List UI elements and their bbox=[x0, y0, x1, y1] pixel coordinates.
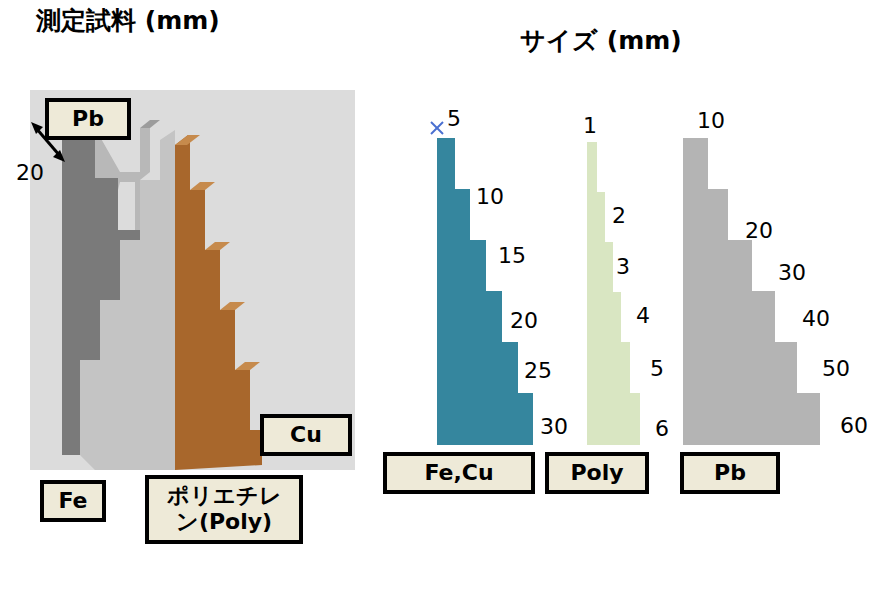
heading: サイズ (mm) bbox=[520, 28, 682, 53]
dimension-number: 5 bbox=[447, 108, 461, 130]
cu-sample bbox=[175, 135, 262, 470]
dimension-number: 30 bbox=[778, 262, 806, 284]
dimension-number: 50 bbox=[822, 358, 850, 380]
dimension-number: 1 bbox=[583, 115, 597, 137]
dimension-number: 2 bbox=[612, 205, 626, 227]
dimension-number: 60 bbox=[840, 415, 868, 437]
dimension-number: 40 bbox=[802, 308, 830, 330]
box-text: Cu bbox=[274, 422, 338, 448]
box-text: ポリエチレン(Poly) bbox=[159, 483, 289, 536]
label-box: ポリエチレン(Poly) bbox=[145, 475, 303, 544]
box-text: Fe bbox=[54, 488, 92, 514]
dimension-number: 4 bbox=[636, 305, 650, 327]
pb-sample bbox=[80, 120, 175, 470]
poly-profile bbox=[587, 142, 640, 445]
dimension-number: 20 bbox=[16, 162, 44, 184]
label-box: Fe,Cu bbox=[383, 452, 535, 494]
dimension-number: 20 bbox=[510, 310, 538, 332]
dimension-number: 25 bbox=[524, 360, 552, 382]
heading: 測定試料 (mm) bbox=[36, 8, 220, 33]
dimension-number: 20 bbox=[745, 220, 773, 242]
box-text: Poly bbox=[559, 460, 635, 486]
dimension-number: 10 bbox=[697, 110, 725, 132]
fe-cu-profile bbox=[437, 138, 533, 445]
dimension-number: 5 bbox=[650, 358, 664, 380]
box-text: Pb bbox=[59, 106, 117, 132]
label-box: Fe bbox=[40, 480, 106, 522]
dimension-number: 3 bbox=[616, 256, 630, 278]
dimension-number: 30 bbox=[540, 416, 568, 438]
sample-ground bbox=[30, 90, 355, 470]
cross-mark bbox=[431, 122, 443, 134]
box-text: Pb bbox=[694, 460, 766, 486]
label-box: Poly bbox=[545, 452, 649, 494]
label-box: Pb bbox=[45, 98, 131, 140]
dimension-number: 6 bbox=[655, 418, 669, 440]
pb-profile bbox=[683, 138, 820, 445]
label-box: Pb bbox=[680, 452, 780, 494]
box-text: Fe,Cu bbox=[397, 460, 521, 486]
dimension-number: 15 bbox=[498, 245, 526, 267]
label-box: Cu bbox=[260, 414, 352, 456]
dimension-number: 10 bbox=[476, 186, 504, 208]
